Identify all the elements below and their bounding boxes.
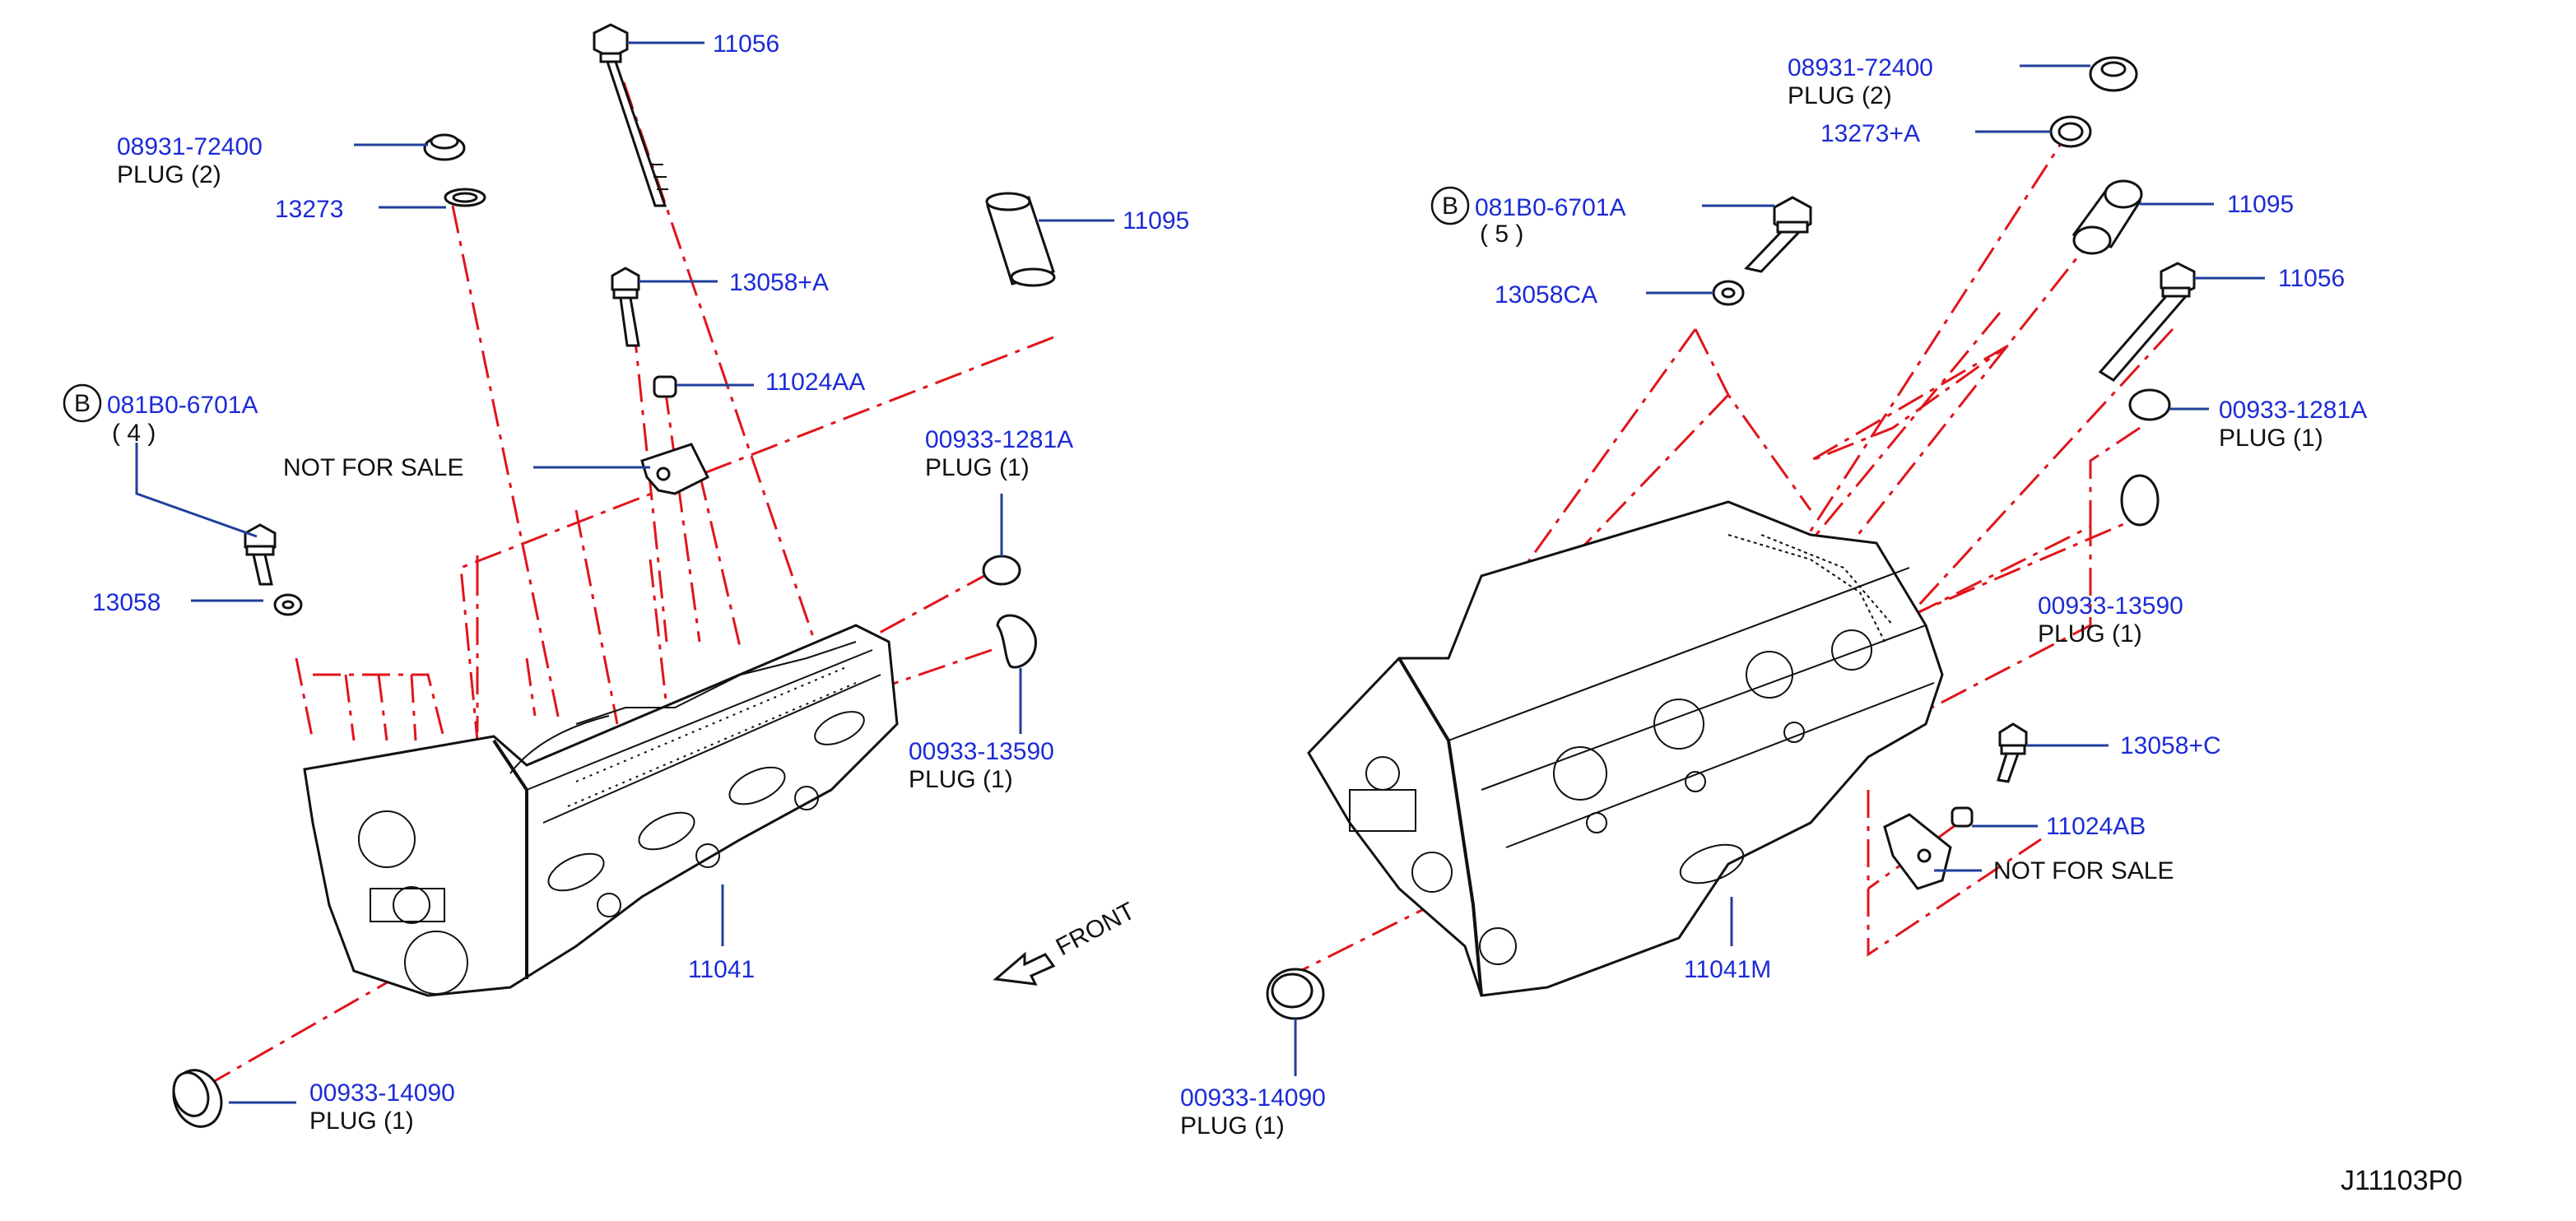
right-leader-lines: [1294, 64, 2265, 1076]
left-washer-13058: [273, 593, 303, 616]
left-plug-08931: [423, 133, 466, 161]
right-plug-13590: [2120, 474, 2160, 527]
left-label-081b0-qty: ( 4 ): [112, 420, 156, 447]
right-label-11024ab: 11024AB: [2046, 813, 2146, 840]
left-label-13058a: 13058+A: [729, 269, 829, 296]
left-dowel-11095: [985, 192, 1056, 287]
right-label-13590: 00933-13590: [2038, 592, 2183, 620]
right-label-14090-desc: PLUG (1): [1180, 1112, 1285, 1140]
left-plug-14090: [172, 1069, 223, 1128]
right-label-11041m: 11041M: [1684, 956, 1771, 983]
right-assembly: 08931-72400 PLUG (2) 13273+A B 081B0-670…: [1180, 54, 2367, 1140]
right-label-081b0-qty: ( 5 ): [1480, 221, 1523, 248]
diagram-code: J11103P0: [2341, 1165, 2462, 1196]
left-bolt-13058a: [611, 267, 640, 347]
right-plug-1281a: [2128, 388, 2171, 421]
left-label-11024aa: 11024AA: [765, 369, 865, 396]
left-label-11056: 11056: [713, 30, 779, 58]
left-bolt-symbol-circle: [63, 383, 102, 423]
right-bracket-not-for-sale: [1883, 813, 1952, 890]
front-label: FRONT: [1052, 898, 1140, 962]
right-label-13273a: 13273+A: [1820, 120, 1920, 147]
right-label-08931-desc: PLUG (2): [1788, 82, 1892, 109]
right-cylinder-head-11041m: [1307, 500, 1944, 997]
left-cylinder-head-11041: [303, 624, 899, 997]
left-label-13590-desc: PLUG (1): [909, 766, 1013, 793]
left-bolt-081b0: [244, 523, 277, 586]
right-bolt-symbol: B: [1442, 193, 1458, 220]
right-bolt-13058c: [1997, 722, 2028, 783]
right-label-13058c: 13058+C: [2120, 732, 2221, 759]
left-label-081b0: 081B0-6701A: [107, 392, 258, 419]
left-label-14090: 00933-14090: [309, 1079, 455, 1107]
left-plug-1281a: [982, 555, 1021, 586]
right-label-13590-desc: PLUG (1): [2038, 620, 2142, 648]
right-label-08931: 08931-72400: [1788, 54, 1933, 81]
right-washer-13058ca: [1712, 280, 1745, 306]
left-bolt-11056: [593, 23, 668, 207]
right-bushing-11024ab: [1951, 806, 1974, 828]
left-bracket-not-for-sale: [640, 443, 710, 495]
left-leader-lines: [135, 41, 1114, 1104]
left-label-1281a-desc: PLUG (1): [925, 454, 1030, 481]
right-dowel-11095: [2071, 179, 2143, 255]
right-plug-14090: [1266, 968, 1325, 1020]
left-label-11041: 11041: [688, 956, 755, 983]
left-label-14090-desc: PLUG (1): [309, 1107, 414, 1135]
right-label-1281a-desc: PLUG (1): [2219, 425, 2323, 452]
left-label-13273: 13273: [275, 196, 343, 223]
front-arrow: [993, 951, 1056, 986]
left-label-not-for-sale: NOT FOR SALE: [283, 454, 464, 481]
left-label-13590: 00933-13590: [909, 738, 1054, 765]
left-bushing-11024aa: [653, 375, 677, 398]
right-label-11095: 11095: [2227, 191, 2294, 218]
right-label-not-for-sale: NOT FOR SALE: [1993, 857, 2174, 884]
right-washer-13273a: [2049, 115, 2092, 148]
right-label-11056: 11056: [2278, 265, 2345, 292]
left-plug-13590: [996, 614, 1037, 669]
right-plug-08931: [2089, 56, 2138, 92]
left-label-08931: 08931-72400: [117, 133, 263, 160]
left-assembly: 11056 08931-72400 PLUG (2) 13273 11095 1…: [63, 23, 1189, 1135]
right-bolt-symbol-circle: [1430, 186, 1470, 225]
left-label-13058: 13058: [92, 589, 160, 616]
left-washer-13273: [444, 188, 486, 207]
left-label-1281a: 00933-1281A: [925, 426, 1073, 453]
left-center-lines: [205, 81, 1054, 1088]
left-label-08931-desc: PLUG (2): [117, 161, 221, 188]
right-bolt-081b0: [1744, 196, 1812, 273]
right-label-13058ca: 13058CA: [1495, 281, 1597, 309]
right-bolt-11056: [2098, 262, 2196, 382]
right-label-1281a: 00933-1281A: [2219, 397, 2367, 424]
right-label-14090: 00933-14090: [1180, 1084, 1326, 1112]
left-label-11095: 11095: [1123, 207, 1189, 234]
left-bolt-symbol: B: [74, 390, 91, 417]
right-label-081b0: 081B0-6701A: [1475, 194, 1626, 221]
